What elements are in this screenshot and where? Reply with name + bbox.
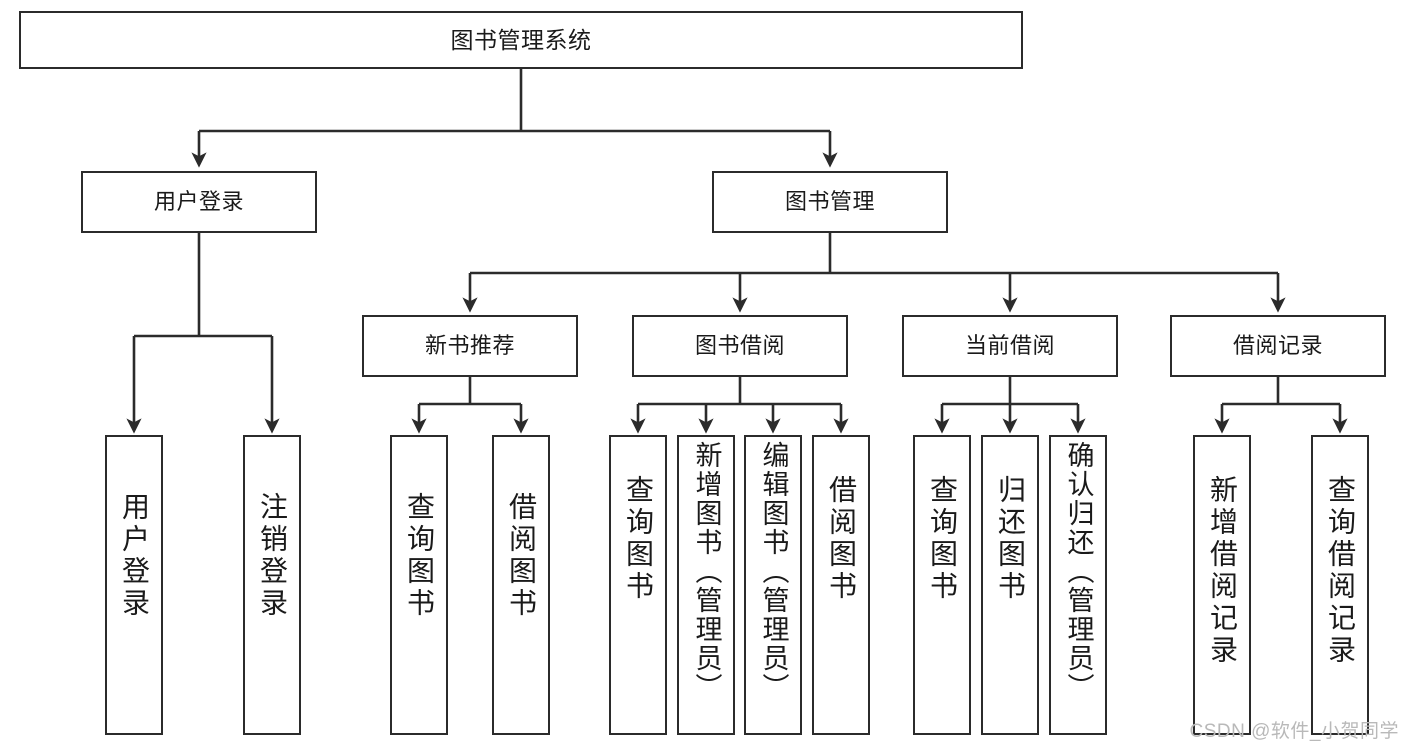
leaf-confirm-return-admin[interactable]: 确认归还（管理员） — [1049, 435, 1107, 735]
node-root-system[interactable]: 图书管理系统 — [19, 11, 1023, 69]
node-label: 新增图书（管理员） — [691, 441, 722, 702]
node-label: 图书借阅 — [694, 333, 785, 359]
node-label: 查询图书 — [623, 475, 654, 603]
node-book-management[interactable]: 图书管理 — [712, 171, 948, 233]
csdn-watermark: CSDN @软件_小贺同学 — [1189, 721, 1399, 742]
leaf-edit-book-admin[interactable]: 编辑图书（管理员） — [744, 435, 802, 735]
node-label: 查询借阅记录 — [1325, 475, 1356, 667]
leaf-logout[interactable]: 注销登录 — [243, 435, 301, 735]
node-label: 查询图书 — [927, 475, 958, 603]
node-label: 借阅图书 — [826, 475, 857, 603]
leaf-query-book-recommend[interactable]: 查询图书 — [390, 435, 448, 735]
leaf-query-book-borrow[interactable]: 查询图书 — [609, 435, 667, 735]
node-label: 编辑图书（管理员） — [758, 441, 789, 702]
leaf-user-login[interactable]: 用户登录 — [105, 435, 163, 735]
node-label: 借阅图书 — [506, 492, 537, 620]
node-label: 归还图书 — [995, 475, 1026, 603]
leaf-add-borrow-record[interactable]: 新增借阅记录 — [1193, 435, 1251, 735]
node-label: 新书推荐 — [424, 333, 515, 359]
node-borrow-record[interactable]: 借阅记录 — [1170, 315, 1386, 377]
node-label: 当前借阅 — [964, 333, 1055, 359]
node-label: 查询图书 — [404, 492, 435, 620]
node-label: 图书管理 — [784, 189, 875, 215]
node-label: 用户登录 — [153, 189, 244, 215]
node-label: 新增借阅记录 — [1207, 475, 1238, 667]
leaf-borrow-book[interactable]: 借阅图书 — [812, 435, 870, 735]
node-user-login[interactable]: 用户登录 — [81, 171, 317, 233]
node-label: 借阅记录 — [1232, 333, 1323, 359]
leaf-return-book[interactable]: 归还图书 — [981, 435, 1039, 735]
node-book-borrow[interactable]: 图书借阅 — [632, 315, 848, 377]
leaf-query-borrow-record[interactable]: 查询借阅记录 — [1311, 435, 1369, 735]
node-label: 用户登录 — [119, 492, 150, 620]
leaf-query-book-current[interactable]: 查询图书 — [913, 435, 971, 735]
node-label: 注销登录 — [257, 492, 288, 620]
leaf-borrow-book-recommend[interactable]: 借阅图书 — [492, 435, 550, 735]
node-new-book-recommend[interactable]: 新书推荐 — [362, 315, 578, 377]
node-current-borrow[interactable]: 当前借阅 — [902, 315, 1118, 377]
leaf-add-book-admin[interactable]: 新增图书（管理员） — [677, 435, 735, 735]
node-label: 确认归还（管理员） — [1063, 441, 1094, 702]
node-label: 图书管理系统 — [450, 26, 592, 53]
